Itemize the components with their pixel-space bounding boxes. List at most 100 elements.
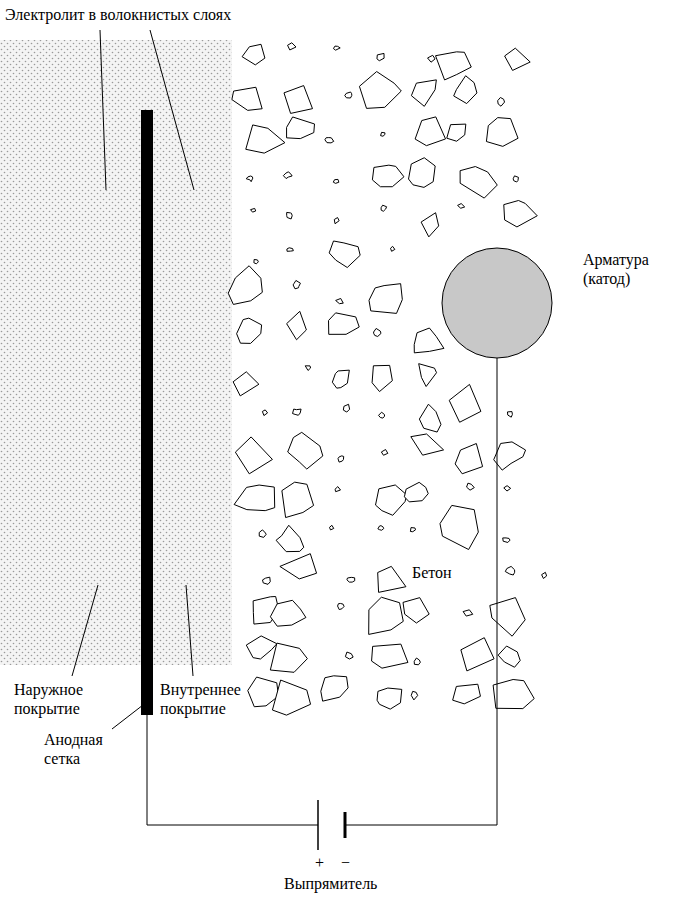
stone — [335, 487, 340, 492]
stone — [272, 680, 310, 715]
stone — [419, 364, 437, 387]
stone — [403, 598, 429, 623]
stone — [251, 208, 256, 212]
stone — [411, 434, 444, 455]
rebar-cathode — [442, 248, 552, 358]
stone — [391, 246, 395, 251]
stone — [228, 266, 262, 305]
stone — [440, 505, 478, 549]
stone — [421, 213, 439, 237]
stone — [372, 644, 408, 668]
stone — [454, 76, 477, 104]
stone — [374, 328, 381, 336]
stone — [449, 384, 481, 422]
stone — [242, 44, 265, 65]
rectifier-label: Выпрямитель — [284, 874, 377, 893]
stone — [293, 280, 300, 288]
stone — [305, 366, 310, 371]
stone — [280, 554, 317, 579]
stone — [270, 643, 307, 672]
stone — [486, 118, 518, 147]
stone — [246, 636, 277, 659]
plus-sign: + — [315, 853, 324, 872]
stone — [345, 92, 352, 98]
stone — [411, 80, 436, 106]
stone — [542, 572, 547, 578]
stone — [288, 432, 323, 469]
stone — [343, 404, 349, 412]
stone — [287, 311, 307, 339]
stone — [333, 46, 340, 50]
stone — [232, 87, 262, 110]
stone — [411, 691, 417, 700]
anode-mesh — [141, 110, 153, 715]
stone — [369, 284, 402, 314]
stone — [460, 167, 497, 199]
stone — [329, 313, 360, 334]
stone — [270, 600, 306, 626]
stone — [262, 410, 267, 416]
stone — [498, 98, 505, 107]
stone — [428, 55, 436, 62]
stone — [325, 138, 334, 143]
stone — [283, 172, 292, 179]
stone — [345, 652, 353, 659]
stone — [372, 365, 392, 391]
stone — [493, 679, 534, 708]
concrete-label: Бетон — [412, 563, 452, 582]
aggregate-stones — [228, 43, 546, 715]
stone — [410, 528, 415, 532]
stone — [377, 53, 384, 60]
stone — [288, 43, 296, 50]
stone — [333, 179, 339, 183]
minus-sign: − — [341, 853, 350, 872]
anode-mesh-label: Анодная сетка — [44, 730, 114, 768]
stone — [505, 566, 514, 575]
stone — [381, 205, 387, 211]
stone — [293, 409, 302, 415]
stone — [498, 646, 520, 667]
stone — [321, 676, 348, 701]
stone — [447, 124, 466, 141]
stone — [259, 530, 266, 537]
stone — [284, 86, 313, 114]
stone — [504, 200, 537, 226]
stone — [378, 566, 406, 592]
stone — [453, 684, 481, 704]
stone — [507, 412, 512, 418]
stone — [330, 525, 334, 530]
stone — [463, 610, 473, 616]
battery-symbol — [318, 800, 345, 850]
stone — [505, 48, 531, 70]
stone — [414, 658, 420, 665]
stone — [404, 482, 428, 502]
stone — [235, 437, 272, 474]
stone — [338, 456, 344, 462]
wires — [147, 358, 497, 825]
stone — [332, 370, 349, 388]
electrolyte-layer — [0, 40, 232, 665]
inner-coating-label: Внутреннее покрытие — [160, 680, 265, 718]
stone — [347, 577, 355, 582]
stone — [455, 444, 482, 474]
stone — [263, 577, 271, 584]
stone — [287, 117, 315, 139]
leader-lines — [72, 30, 194, 729]
stone — [467, 483, 475, 490]
stone — [359, 72, 401, 109]
stone — [513, 176, 518, 182]
stone — [381, 132, 385, 136]
electrolyte-label: Электролит в волокнистых слоях — [5, 5, 231, 24]
stone — [246, 125, 285, 153]
stone — [254, 259, 258, 263]
stone — [415, 117, 445, 146]
stone — [409, 158, 436, 188]
outer-coating-label: Наружное покрытие — [14, 680, 94, 718]
stone — [372, 165, 404, 187]
stone — [336, 298, 344, 303]
stone — [246, 176, 253, 182]
stone — [287, 248, 293, 251]
stone — [419, 404, 441, 432]
stone — [369, 597, 404, 634]
